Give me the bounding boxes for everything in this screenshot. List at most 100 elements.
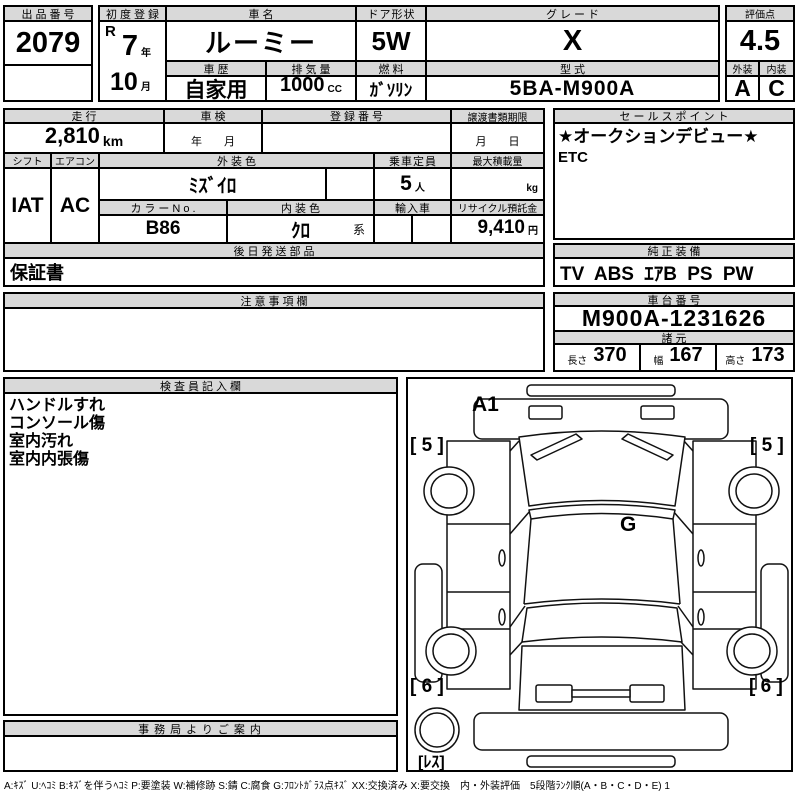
sales-point-line: ETC — [558, 149, 588, 166]
int-color-value: ｸﾛ 系 — [228, 216, 375, 244]
car-name-header: 車名 — [167, 7, 357, 22]
model-value: 5BA-M900A — [509, 77, 636, 100]
first-reg-era: R — [105, 23, 116, 40]
first-reg-year: 7 — [121, 30, 138, 62]
damage-mark-right-rear-6: [ 6 ] — [749, 676, 783, 697]
max-load-header: 最大積載量 — [452, 154, 543, 169]
ext-color-value: ﾐｽﾞｲﾛ — [100, 169, 327, 201]
office-value — [5, 737, 396, 770]
score-header: 評価点 — [727, 7, 793, 22]
chassis-value: M900A-1231626 — [555, 307, 793, 332]
color-no-value: B86 — [100, 216, 228, 244]
aircon-header: エアコン — [52, 154, 100, 169]
interior-value: C — [768, 77, 785, 100]
transfer-header: 譲渡書類期限 — [452, 110, 543, 124]
notes-header: 注意事項欄 — [5, 294, 543, 309]
door-value: 5W — [357, 22, 427, 62]
exterior-value: A — [727, 77, 760, 100]
sales-point-header: セールスポイント — [555, 110, 793, 124]
import-cell-1 — [375, 216, 413, 244]
sales-point-body: ★オークションデビュー★ ETC — [555, 124, 793, 238]
recycle-header: リサイクル預託金 — [452, 201, 543, 216]
auction-number-value: 2079 — [5, 22, 91, 66]
aircon-value: AC — [52, 169, 100, 244]
score-value: 4.5 — [727, 22, 793, 62]
office-header: 事務局よりご案内 — [5, 722, 396, 737]
damage-mark-right-front-5: [ 5 ] — [750, 435, 784, 456]
damage-diagram-box: A1 [ 5 ] [ 5 ] G [ 6 ] [ 6 ] [ﾚｽ] — [406, 377, 793, 772]
shift-header: シフト — [5, 154, 52, 169]
chassis-header: 車台番号 — [555, 294, 793, 307]
auction-number-header: 出品番号 — [5, 7, 91, 22]
notes-value — [5, 309, 543, 370]
spec-height: 高さ 173 — [725, 345, 785, 367]
spec-length: 長さ 370 — [555, 345, 641, 370]
int-color-header: 内装色 — [228, 201, 375, 216]
interior-header: 内装 — [760, 62, 793, 77]
fuel-value: ｶﾞｿﾘﾝ — [357, 77, 427, 100]
car-name-value: ルーミー — [167, 22, 357, 62]
first-reg-year-unit: 年 — [140, 48, 151, 59]
inspector-line: 室内内張傷 — [9, 451, 90, 468]
fuel-header: 燃料 — [357, 62, 427, 77]
inspector-line: ハンドルすれ — [9, 397, 106, 414]
shaken-header: 車検 — [165, 110, 263, 124]
later-parts-header: 後日発送部品 — [5, 244, 543, 259]
chassis-box: 車台番号 M900A-1231626 諸元 長さ 370 幅 167 高さ 17… — [553, 292, 795, 372]
office-box: 事務局よりご案内 — [3, 720, 398, 772]
history-header: 車歴 — [167, 62, 267, 77]
reg-no-value — [263, 124, 452, 154]
score-box: 評価点 4.5 外装 内装 A C — [725, 5, 795, 102]
model-header: 型式 — [427, 62, 718, 77]
import-cell-2 — [413, 216, 452, 244]
door-header: ドア形状 — [357, 7, 427, 22]
first-reg-month-unit: 月 — [140, 82, 151, 93]
first-reg-header: 初度登録 — [100, 7, 167, 22]
exterior-header: 外装 — [727, 62, 760, 77]
max-load-value: kg — [452, 169, 543, 201]
inspector-line: 室内汚れ — [9, 433, 74, 450]
notes-box: 注意事項欄 — [3, 292, 545, 372]
inspector-line: コンソール傷 — [9, 415, 106, 432]
import-header: 輸入車 — [375, 201, 452, 216]
first-reg-value: R 7 年 10 月 — [100, 22, 167, 100]
damage-legend: A:ｷｽﾞ U:ﾍｺﾐ B:ｷｽﾞを伴うﾍｺﾐ P:要塗装 W:補修跡 S:錆 … — [4, 781, 670, 792]
equipment-box: 純正装備 TV ABS ｴｱB PS PW — [553, 243, 795, 287]
transfer-value: 月 日 — [452, 124, 543, 154]
mileage-header: 走行 — [5, 110, 165, 124]
spec-width: 幅 167 — [641, 345, 717, 370]
capacity-header: 乗車定員 — [375, 154, 452, 169]
damage-mark-spare-less: [ﾚｽ] — [418, 754, 445, 771]
history-value: 自家用 — [167, 77, 267, 100]
auction-number-box: 出品番号 2079 — [3, 5, 93, 102]
inspector-body: ハンドルすれ コンソール傷 室内汚れ 室内内張傷 — [5, 394, 396, 714]
shift-value: IAT — [5, 169, 52, 244]
damage-mark-glass-g: G — [620, 513, 637, 536]
displacement-header: 排気量 — [267, 62, 357, 77]
sales-point-line: ★オークションデビュー★ — [558, 127, 759, 146]
sales-point-box: セールスポイント ★オークションデビュー★ ETC — [553, 108, 795, 240]
damage-mark-left-front-5: [ 5 ] — [410, 435, 444, 456]
specs-header: 諸元 — [555, 332, 793, 345]
inspector-box: 検査員記入欄 ハンドルすれ コンソール傷 室内汚れ 室内内張傷 — [3, 377, 398, 716]
equipment-header: 純正装備 — [555, 245, 793, 259]
color-no-header: カラーNo. — [100, 201, 228, 216]
reg-no-header: 登録番号 — [263, 110, 452, 124]
car-top-view-drawing — [414, 384, 789, 768]
ext-color-header: 外装色 — [100, 154, 375, 169]
damage-mark-left-rear-6: [ 6 ] — [410, 676, 444, 697]
damage-mark-front-a1: A1 — [472, 393, 499, 416]
first-reg-month: 10 — [110, 68, 138, 96]
grade-value: X — [427, 22, 718, 62]
equipment-value: TV ABS ｴｱB PS PW — [560, 263, 754, 285]
inspector-header: 検査員記入欄 — [5, 379, 396, 394]
later-parts-value: 保証書 — [10, 263, 64, 283]
grade-header: グレード — [427, 7, 718, 22]
